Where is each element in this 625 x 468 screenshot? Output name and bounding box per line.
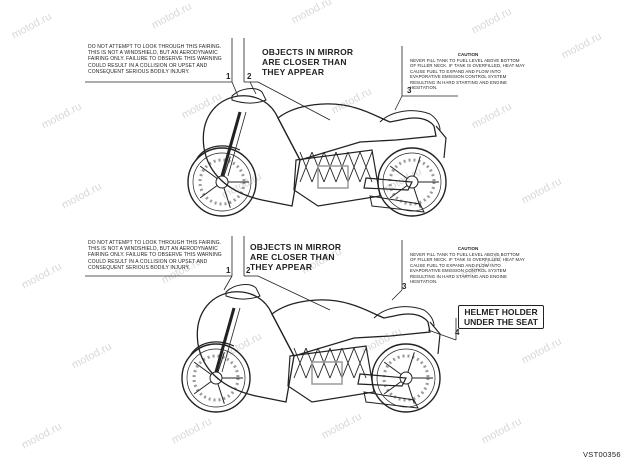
rear-spoke xyxy=(383,361,402,375)
frame-tube xyxy=(359,151,373,183)
rear-spoke xyxy=(389,165,408,179)
front-spoke xyxy=(223,156,231,177)
frame-tube xyxy=(293,347,307,379)
windscreen xyxy=(231,88,267,104)
callout-number-bottom-3: 3 xyxy=(402,282,407,291)
leader-bot-3b xyxy=(391,289,403,301)
tank-and-seat xyxy=(271,299,431,357)
caution-heading-top: CAUTION xyxy=(457,52,479,57)
engine xyxy=(293,149,381,207)
callout-number-top-3: 3 xyxy=(407,86,412,95)
leader-top-3c xyxy=(394,95,403,111)
frame-tube xyxy=(323,151,337,183)
fuel-caution-label-bottom: NEVER FILL TANK TO FUEL LEVEL ABOVE BOTT… xyxy=(410,252,525,285)
rear-spoke xyxy=(407,352,415,373)
callout-number-top-2: 2 xyxy=(247,72,252,81)
front-spoke xyxy=(193,381,212,395)
exhaust xyxy=(369,195,425,213)
frame-tube xyxy=(353,347,367,379)
callout-number-bottom-1: 1 xyxy=(226,266,231,275)
tail-section xyxy=(379,110,441,131)
frame-tube xyxy=(335,151,349,183)
leader-top-2c xyxy=(249,81,257,95)
figure-code: VST00356 xyxy=(583,450,621,459)
front-spoke xyxy=(199,185,218,199)
leader-top-2d xyxy=(257,81,331,121)
front-fender xyxy=(195,145,241,161)
engine-case xyxy=(317,165,349,189)
engine xyxy=(287,345,375,403)
front-hub xyxy=(209,371,223,385)
front-spoke xyxy=(223,187,231,208)
front-fairing xyxy=(196,291,295,403)
fairing-warning-label-top: DO NOT ATTEMPT TO LOOK THROUGH THIS FAIR… xyxy=(88,44,222,75)
plate-holder xyxy=(429,321,441,355)
tail-section xyxy=(373,306,435,327)
callout-leader-lines xyxy=(85,38,458,341)
frame-tube xyxy=(341,347,355,379)
tank-and-seat xyxy=(277,103,437,161)
windscreen xyxy=(225,284,261,300)
swingarm xyxy=(363,177,413,191)
engine-case xyxy=(311,361,343,385)
callout-number-top-1: 1 xyxy=(226,72,231,81)
callout-number-bottom-4: 4 xyxy=(455,328,460,337)
fairing-warning-label-bottom: DO NOT ATTEMPT TO LOOK THROUGH THIS FAIR… xyxy=(88,240,222,271)
caution-heading-bottom: CAUTION xyxy=(457,246,479,251)
fuel-caution-label-top: NEVER FILL TANK TO FUEL LEVEL ABOVE BOTT… xyxy=(410,58,525,91)
front-tire xyxy=(187,147,257,217)
front-fork xyxy=(214,307,236,373)
rear-spoke xyxy=(389,185,408,199)
front-spoke xyxy=(217,383,225,404)
leader-top-1c xyxy=(231,81,239,97)
mirror-warning-label-bottom: OBJECTS IN MIRROR ARE CLOSER THAN THEY A… xyxy=(250,242,342,272)
front-tire xyxy=(181,343,251,413)
front-fairing xyxy=(202,95,301,207)
frame-tube xyxy=(347,151,361,183)
front-spoke xyxy=(193,361,212,375)
frame-tube xyxy=(329,347,343,379)
frame-tube xyxy=(317,347,331,379)
leader-bot-4b xyxy=(427,329,457,341)
swingarm xyxy=(357,373,407,387)
front-spoke xyxy=(217,352,225,373)
leader-bot-2c xyxy=(257,275,331,311)
rear-spoke xyxy=(413,156,421,177)
front-spoke xyxy=(199,165,218,179)
motorcycle-bottom xyxy=(181,284,441,413)
helmet-holder-label: HELMET HOLDER UNDER THE SEAT xyxy=(458,305,544,329)
plate-holder xyxy=(435,125,447,159)
motorcycle-top xyxy=(187,88,447,217)
mirror-warning-label-top: OBJECTS IN MIRROR ARE CLOSER THAN THEY A… xyxy=(262,47,354,77)
callout-number-bottom-2: 2 xyxy=(246,266,251,275)
front-fork xyxy=(220,111,242,177)
front-rim xyxy=(192,152,252,212)
front-fork-edge xyxy=(227,111,247,177)
rear-spoke xyxy=(383,381,402,395)
front-fender xyxy=(189,341,235,357)
exhaust xyxy=(363,391,419,409)
front-hub xyxy=(215,175,229,189)
front-rim xyxy=(186,348,246,408)
leader-bot-1c xyxy=(223,275,233,291)
frame-tube xyxy=(299,151,313,183)
front-fork-edge xyxy=(221,307,241,373)
